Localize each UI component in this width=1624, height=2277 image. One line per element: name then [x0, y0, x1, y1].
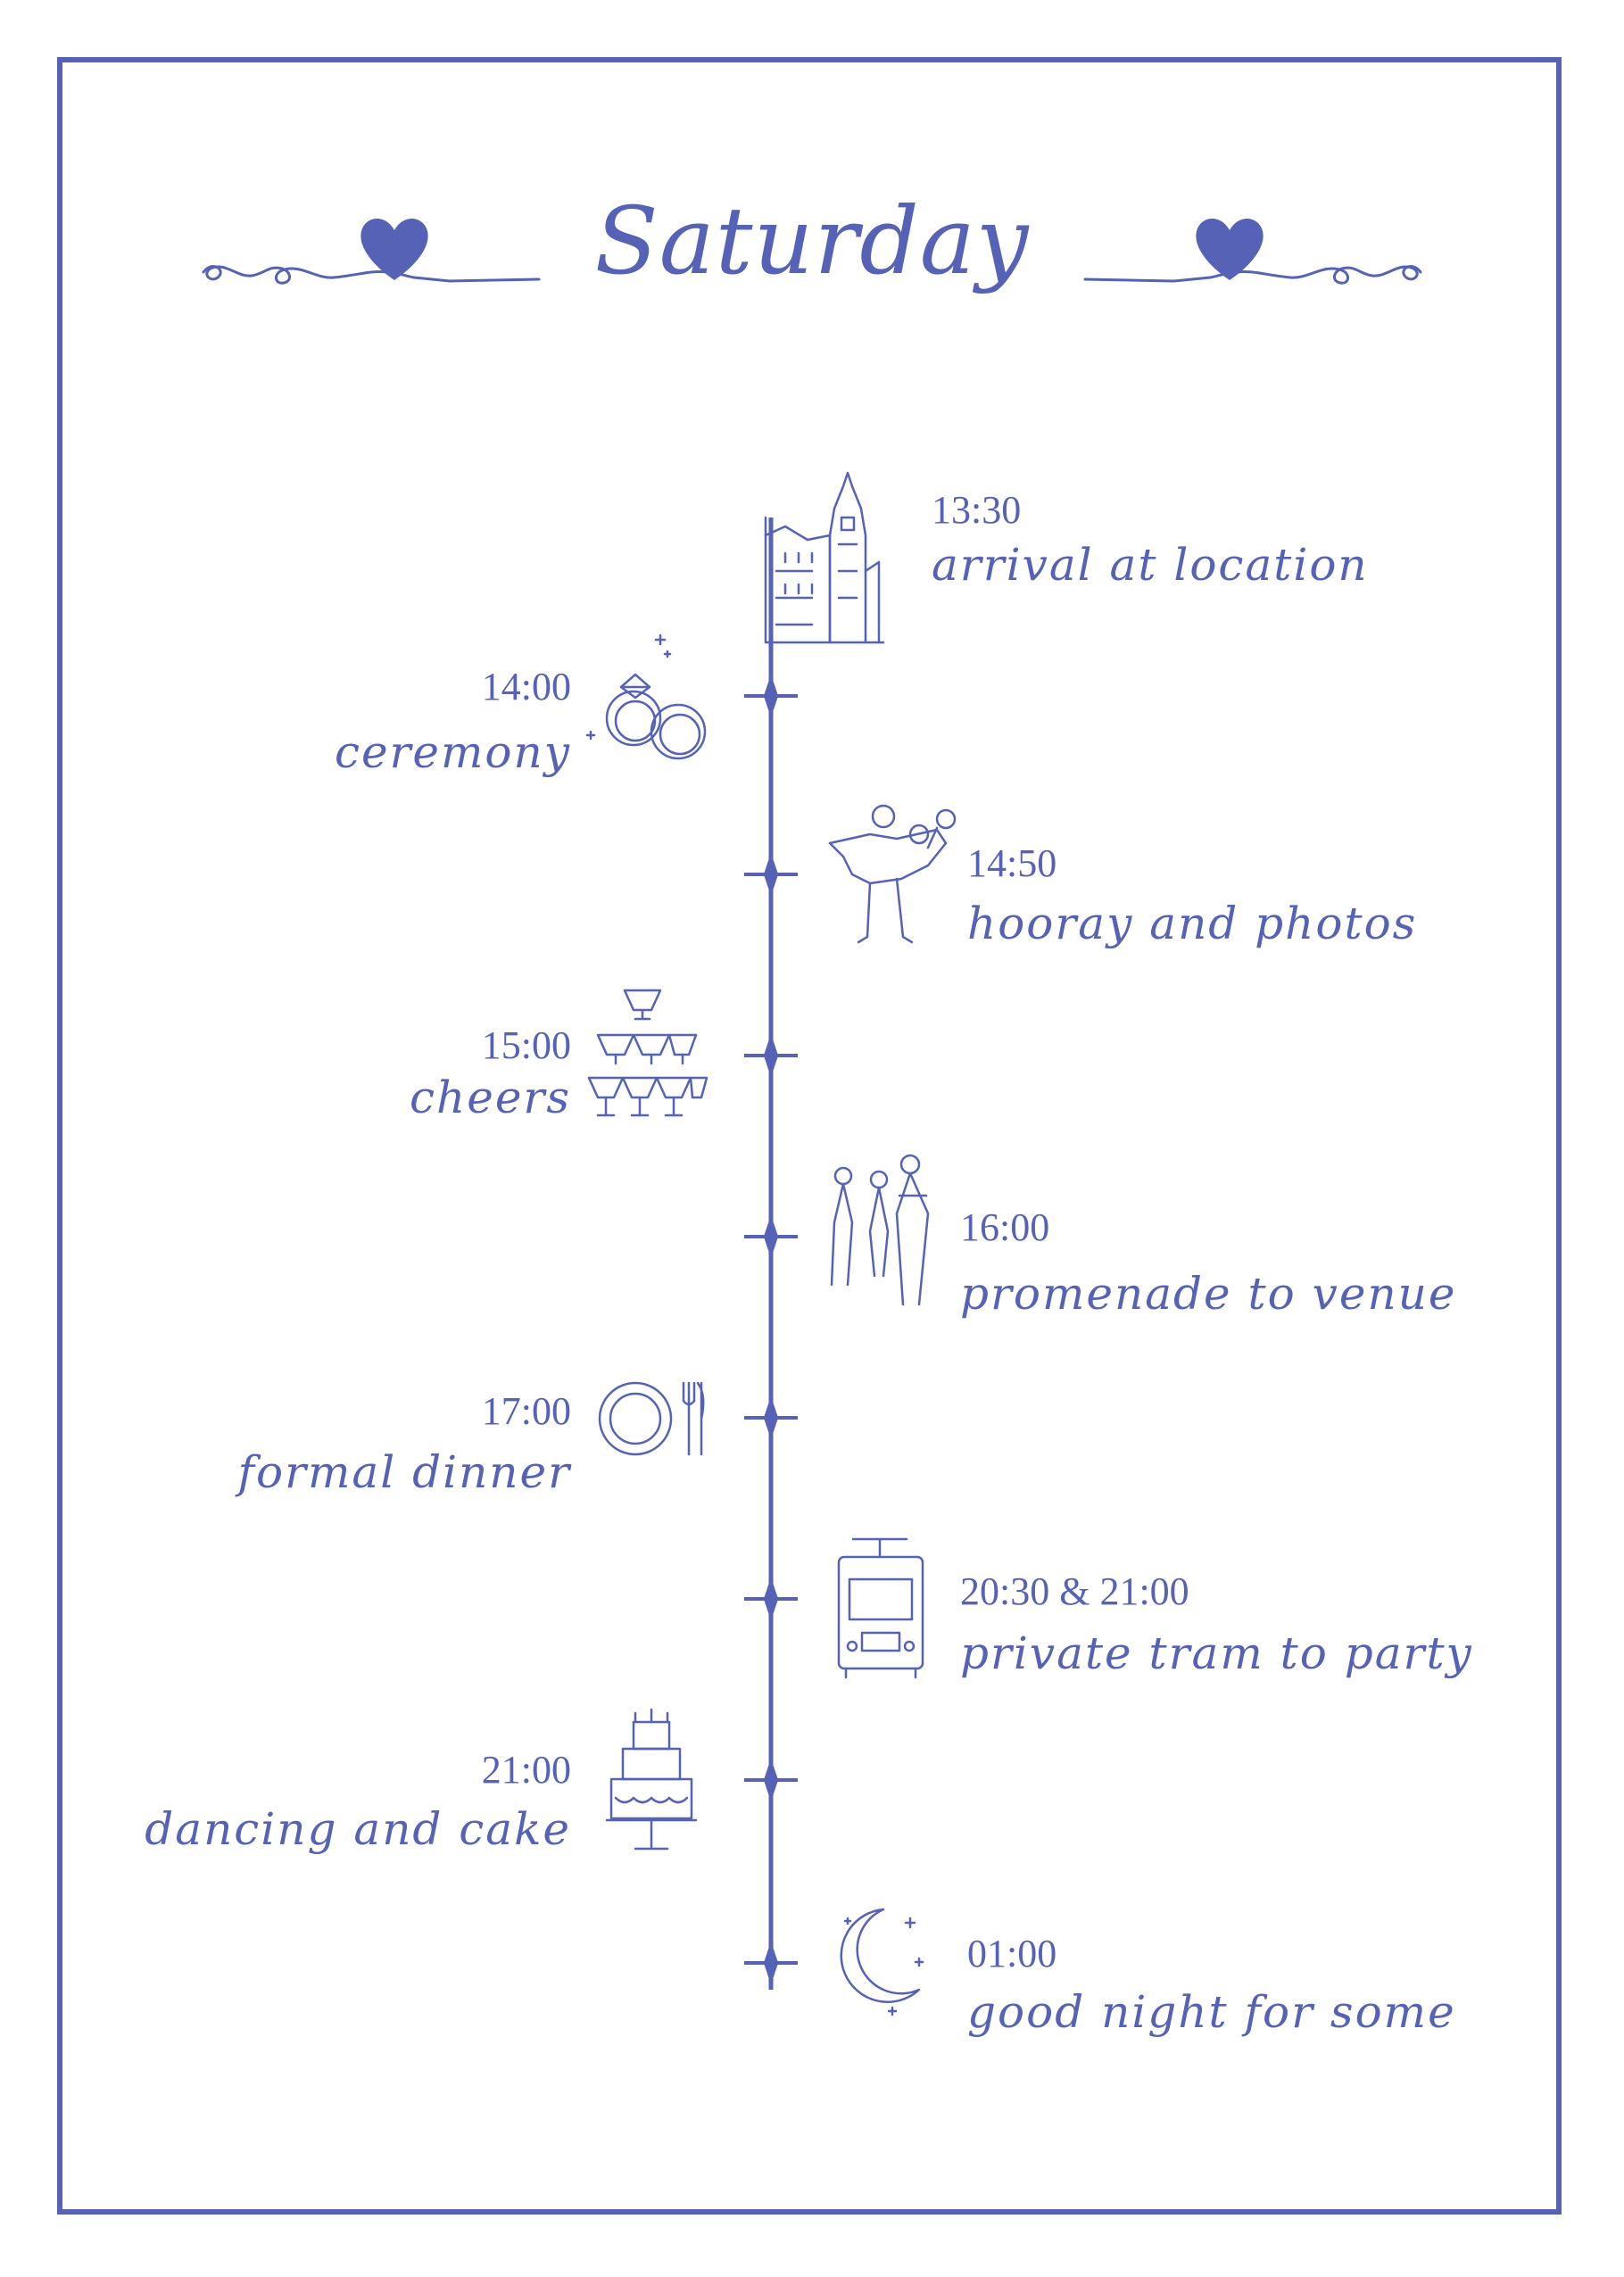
moon-icon — [841, 1909, 923, 2015]
timeline-marker — [744, 1764, 798, 1796]
event-label-tram: private tram to party — [960, 1631, 1473, 1676]
plate-icon — [600, 1383, 703, 1454]
event-time-dinner: 17:00 — [482, 1392, 571, 1431]
timeline-marker — [744, 1039, 798, 1072]
rings-icon — [587, 635, 705, 758]
event-time-ceremony: 14:00 — [482, 667, 571, 707]
event-label-ceremony: ceremony — [335, 730, 571, 774]
timeline-marker — [744, 858, 798, 890]
event-label-promenade: promenade to venue — [960, 1271, 1456, 1316]
event-label-arrival: arrival at location — [932, 542, 1369, 587]
event-time-promenade: 16:00 — [960, 1208, 1049, 1247]
event-time-tram: 20:30 & 21:00 — [960, 1572, 1189, 1611]
tram-icon — [839, 1539, 923, 1677]
event-time-photos: 14:50 — [967, 844, 1056, 883]
event-label-dinner: formal dinner — [237, 1450, 571, 1495]
event-time-cheers: 15:00 — [482, 1026, 571, 1065]
event-label-cheers: cheers — [410, 1075, 571, 1120]
cake-icon — [607, 1710, 696, 1849]
timeline-marker — [744, 1947, 798, 1979]
event-label-photos: hooray and photos — [967, 901, 1417, 946]
timeline-marker — [744, 1221, 798, 1253]
timeline-marker — [744, 1583, 798, 1615]
event-time-arrival: 13:30 — [932, 491, 1021, 530]
couple-icon — [830, 806, 955, 942]
castle-icon — [766, 473, 883, 642]
event-time-dancing: 21:00 — [482, 1751, 571, 1790]
champagne-tower-icon — [589, 990, 707, 1115]
timeline-marker — [744, 1402, 798, 1434]
walking-people-icon — [832, 1155, 928, 1304]
event-label-goodnight: good night for some — [967, 1990, 1456, 2034]
event-label-dancing: dancing and cake — [145, 1807, 571, 1851]
page-title: Saturday — [0, 195, 1624, 287]
event-time-goodnight: 01:00 — [967, 1934, 1056, 1974]
timeline-marker — [744, 680, 798, 712]
